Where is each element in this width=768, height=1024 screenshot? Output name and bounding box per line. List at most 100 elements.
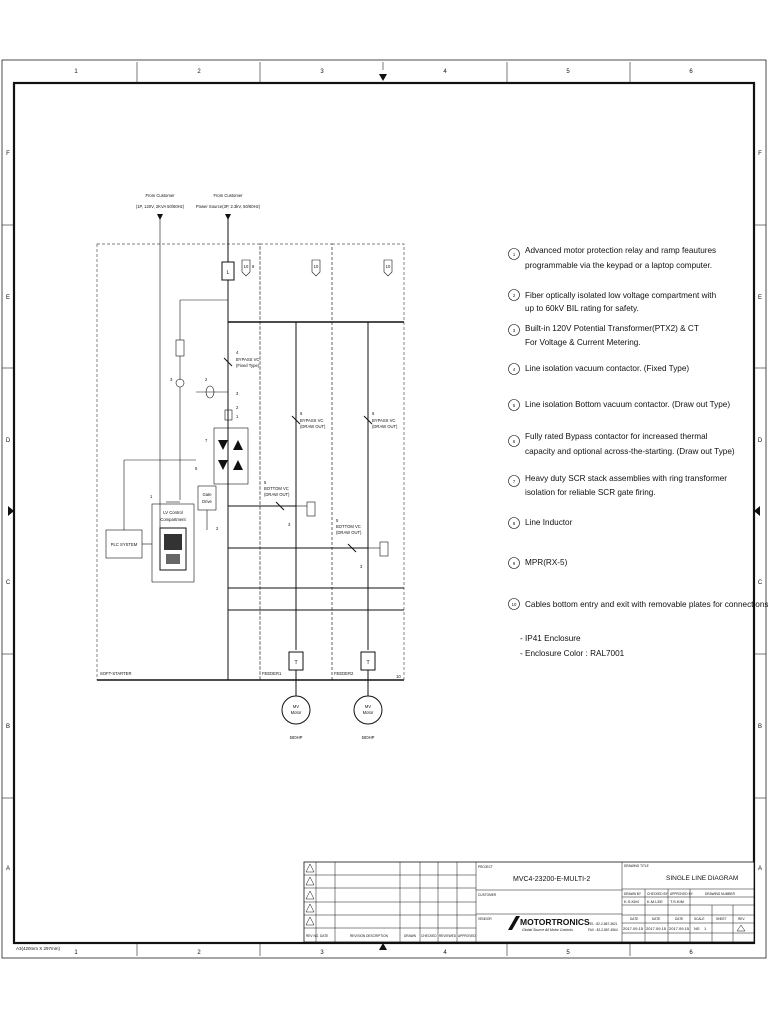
note-item: 5 Line isolation Bottom vacuum contactor… (508, 399, 730, 411)
lv-control-label: LV Control (163, 510, 183, 515)
rev-header: CHECKED (421, 934, 437, 938)
note-text: up to 60kV BIL rating for safety. (525, 304, 639, 313)
grid-row-label: E (758, 295, 762, 301)
grid-col-label: 6 (689, 69, 693, 75)
note-item: 3 Built-in 120V Potential Transformer(PT… (508, 324, 699, 347)
project-label: PROJECT (478, 865, 493, 869)
note-text: programmable via the keypad or a laptop … (525, 261, 712, 270)
note-item: 6 Fully rated Bypass contactor for incre… (508, 432, 735, 456)
project-number: MVC4-23200-E-MULTI-2 (513, 876, 590, 883)
company-fax: FAX : 82-2-867-4564 (588, 928, 618, 932)
note-text: MPR(RX-5) (525, 558, 568, 567)
lv-control-label-2: Compartment (160, 517, 186, 522)
note-item: 4 Line isolation vacuum contactor. (Fixe… (508, 363, 689, 375)
bottom-vc-f2: BOTTOM VC (336, 524, 361, 529)
bypass-vc-label: BYPASS VC (236, 357, 259, 362)
mpr-f2-icon (379, 541, 389, 557)
bottom-center-mark-icon (379, 943, 387, 950)
rev-triangle-icon (305, 863, 315, 873)
scr-diode-icon (233, 460, 243, 470)
bypass-vc-draw-f1: BYPASS VC (300, 418, 323, 423)
ref-5-f1: 5 (264, 480, 267, 485)
note-text: Cables bottom entry and exit with remova… (525, 600, 768, 609)
power-source-spec: Power Source(3P, 2.3kV, 50/60Hz) (196, 204, 261, 209)
note-number: 8 (513, 521, 516, 526)
motortronics-logo-icon (508, 916, 520, 930)
note-number: 4 (513, 367, 516, 372)
company-logo-text: MOTORTRONICS (520, 917, 590, 927)
rev-header: APPROVED (458, 934, 476, 938)
feeder2-section (331, 243, 405, 681)
mpr-screen-icon (164, 534, 182, 550)
ref-2-ct: 2 (205, 377, 208, 382)
ref-6-f1: 6 (300, 411, 303, 416)
section-label-feeder1: FEEDER1 (262, 671, 282, 676)
mpr-f1-icon (306, 501, 316, 517)
control-source-spec: (1P, 120V, 2KVA 50/60Hz) (136, 204, 185, 209)
note-text: Built-in 120V Potential Transformer(PTX2… (525, 324, 699, 333)
rev-label: REV. (738, 917, 745, 921)
bypass-vc-type: (Fixed Type) (236, 363, 260, 368)
power-source-label: From Customer (213, 193, 243, 198)
note-number: 3 (513, 328, 516, 333)
vendor-label: VENDOR (478, 917, 492, 921)
note-text: Line isolation Bottom vacuum contactor. … (525, 400, 730, 409)
date-label: DATE (675, 917, 683, 921)
extra-note: - Enclosure Color : RAL7001 (520, 649, 625, 658)
drawn-by: K.S.KIM (624, 899, 639, 904)
rev-header: REV NO. (306, 934, 319, 938)
notes-list: 1 Advanced motor protection relay and ra… (508, 246, 768, 658)
rev-triangle-icon (736, 924, 746, 932)
company-tel: TEL : 82-2-867-3621 (588, 922, 618, 926)
grid-row-label: F (758, 151, 762, 157)
note-text: Heavy duty SCR stack assemblies with rin… (525, 474, 727, 483)
sheet-value: 1 (704, 926, 707, 931)
grid-col-label: 2 (197, 69, 201, 75)
ref-4-label: 4 (236, 350, 239, 355)
note-item: 7 Heavy duty SCR stack assemblies with r… (508, 474, 727, 497)
note-number: 7 (513, 479, 516, 484)
scr-diode-icon (218, 460, 228, 470)
grid-row-label: F (6, 151, 10, 157)
note-number: 6 (513, 439, 516, 444)
customer-label: CUSTOMER (478, 893, 497, 897)
grid-col-label: 6 (689, 950, 693, 956)
approved-by-label: APPROVED BY (670, 892, 694, 896)
paper-size-label: A3(420mm X 297mm) (16, 946, 61, 951)
top-center-mark-icon (379, 74, 387, 81)
scr-stack-box (213, 427, 249, 485)
ref-3-f2: 3 (360, 564, 363, 569)
note-text: Fully rated Bypass contactor for increas… (525, 432, 708, 441)
rev-header: DRAWN (404, 934, 417, 938)
bottom-vc-f2-type: (DRAW OUT) (336, 530, 362, 535)
approved-by: T.S.KIM (670, 899, 684, 904)
rev-header: REVIEWED (439, 934, 457, 938)
drawing-title: SINGLE LINE DIAGRAM (666, 875, 738, 882)
checked-by-label: CHECKED BY (647, 892, 669, 896)
ref-3-ct: 3 (236, 391, 239, 396)
outer-border (1, 59, 767, 959)
mpr-relay-icon (159, 527, 187, 571)
feeder1-transformer-label: T (294, 660, 298, 666)
grid-row-label: D (758, 438, 763, 444)
date-label: DATE (652, 917, 660, 921)
grid-col-label: 3 (320, 69, 324, 75)
scr-diode-icon (233, 440, 243, 450)
ref-5-label: 5 (195, 466, 198, 471)
grid-col-label: 4 (443, 69, 447, 75)
checked-by: K.M.LEE (647, 899, 663, 904)
ref-2-label: 2 (236, 405, 239, 410)
rev-header: DATE (320, 934, 328, 938)
scale-value: NS (694, 926, 700, 931)
note-text: isolation for reliable SCR gate firing. (525, 488, 656, 497)
note-text: Line isolation vacuum contactor. (Fixed … (525, 364, 689, 373)
grid-row-label: A (758, 866, 762, 872)
motor1-hp: 500HP (290, 735, 303, 740)
feeder2-motor (353, 695, 383, 725)
note-item: 1 Advanced motor protection relay and ra… (508, 246, 716, 270)
drawing-title-label: DRAWING TITLE (624, 864, 649, 868)
rev-header: REVISION DESCRIPTION (350, 934, 389, 938)
note-text: Advanced motor protection relay and ramp… (525, 246, 716, 255)
rev-triangle-icon (305, 890, 315, 900)
bypass-vc-draw-f2-type: (DRAW OUT) (372, 424, 398, 429)
